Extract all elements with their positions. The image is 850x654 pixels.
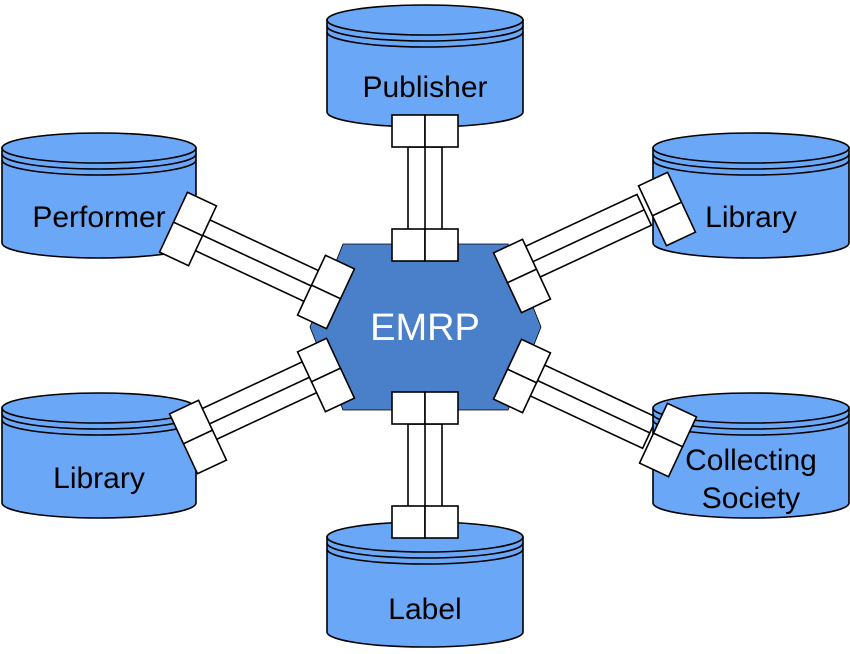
connectors [158, 114, 698, 539]
connector-label-db [391, 505, 459, 539]
database-performer: Performer [1, 132, 197, 259]
label-node-label: Label [388, 593, 461, 626]
database-publisher: Publisher [326, 4, 524, 128]
connector-library-top-right-hub [492, 238, 552, 314]
link-bar-library-top-right [523, 193, 653, 279]
link-bar-collecting-society [521, 360, 659, 450]
connector-library-bottom-left-hub [296, 337, 356, 413]
performer-label: Performer [32, 201, 165, 234]
connector-publisher-hub [391, 228, 459, 262]
library-bottom-left-label: Library [53, 462, 145, 495]
collecting-society-label-line1: Collecting [685, 444, 817, 477]
connector-library-top-right-db [637, 171, 697, 247]
publisher-label: Publisher [362, 71, 487, 104]
connector-library-bottom-left-db [168, 399, 228, 475]
connector-performer-hub [296, 254, 356, 330]
link-bars [180, 146, 659, 509]
database-collecting-society: Collecting Society [652, 392, 850, 519]
database-library-bottom-left: Library [1, 392, 197, 519]
library-top-right-label: Library [705, 201, 797, 234]
connector-collecting-society-hub [492, 338, 552, 414]
connector-label-hub [391, 391, 459, 425]
connector-collecting-society-db [638, 402, 698, 478]
emrp-hub-label: EMRP [370, 307, 480, 349]
connector-performer-db [158, 191, 218, 267]
connector-publisher-db [391, 114, 459, 148]
collecting-society-label-line2: Society [702, 482, 800, 515]
database-label: Label [326, 521, 524, 648]
database-library-top-right: Library [652, 132, 850, 259]
emrp-hub: EMRP [309, 243, 542, 411]
